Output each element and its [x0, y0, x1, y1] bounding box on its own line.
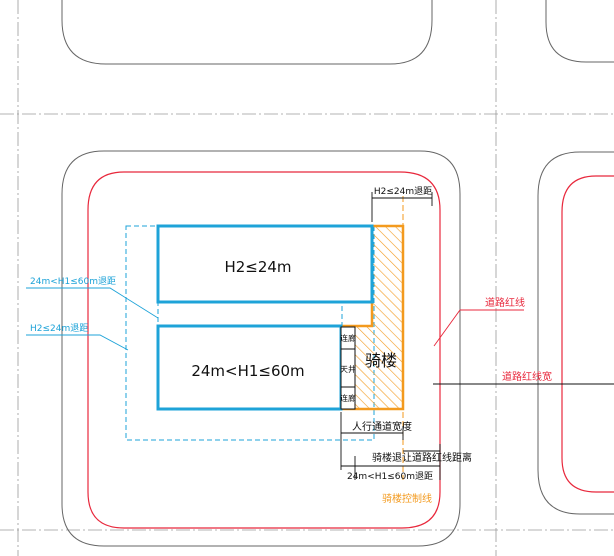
- road-red-line-label: 道路红线: [485, 296, 525, 309]
- h2-block-label: H2≤24m: [224, 258, 291, 276]
- arcade-label: 骑楼: [365, 351, 397, 370]
- neighbor-blocks: [61, 0, 614, 547]
- arcade-control-line-label: 骑楼控制线: [382, 492, 432, 505]
- h2-setback-top-label: H2≤24m退距: [374, 186, 432, 197]
- corridor-bottom-label: 连廊: [340, 393, 356, 403]
- h1-setback-left-label: 24m<H1≤60m退距: [30, 276, 116, 287]
- arcade-setback-label: 骑楼退让道路红线距离: [372, 451, 472, 464]
- h2-building: [156, 224, 374, 304]
- h1-setback-bottom-label: 24m<H1≤60m退距: [347, 471, 433, 482]
- h2-setback-left-label: H2≤24m退距: [30, 323, 88, 334]
- corridor-courtyard: [340, 326, 356, 410]
- h1-building: [156, 324, 343, 411]
- h1-block-label: 24m<H1≤60m: [191, 362, 304, 380]
- road-red-line-width-label: 道路红线宽: [502, 370, 552, 383]
- dimension-lines: [340, 192, 614, 480]
- road-red-line-boundary: [87, 171, 441, 529]
- corridor-top-label: 连廊: [340, 333, 356, 343]
- road-red-line-right-lot: [561, 175, 614, 493]
- courtyard-label: 天井: [340, 364, 356, 374]
- pedestrian-width-label: 人行通道宽度: [352, 420, 412, 433]
- leader-lines: [26, 287, 524, 351]
